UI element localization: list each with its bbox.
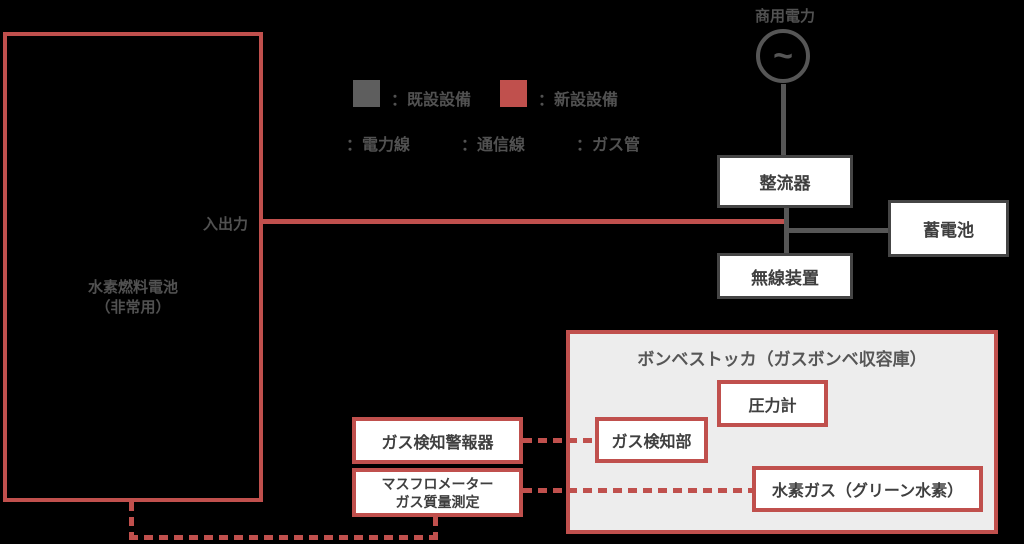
legend-existing-label: ：既設設備 (391, 92, 472, 109)
hydrogen-gas-label: 水素ガス（グリーン水素） (771, 483, 964, 500)
fuel-cell-power-line (263, 219, 786, 224)
io-label: 入出力 (202, 216, 248, 233)
massflow-label-line1: マスフロメーター (381, 475, 494, 492)
alarm-detector-dash-line (523, 438, 595, 443)
rectifier-label: 整流器 (759, 174, 811, 193)
legend-comm-line-label: ：通信線 (461, 137, 526, 154)
rectifier-wireless-line (784, 208, 789, 253)
stocker-title: ボンベストッカ（ガスボンベ収容庫） (637, 350, 927, 369)
battery-label: 蓄電池 (923, 221, 974, 240)
gas-detector-box: ガス検知部 (595, 417, 708, 463)
massflow-down-gas-pipe (433, 517, 438, 540)
massflow-label-line2: ガス質量測定 (395, 493, 480, 510)
battery-connector-line (789, 228, 888, 233)
wireless-label: 無線装置 (751, 268, 819, 288)
massflow-hydrogen-dash-line (523, 488, 752, 493)
legend-existing-swatch (353, 80, 380, 107)
pressure-gauge-box: 圧力計 (717, 380, 828, 427)
wireless-box: 無線装置 (717, 253, 853, 299)
fuel-cell-down-gas-pipe (129, 502, 134, 540)
ac-source-icon: ~ (756, 29, 810, 83)
legend-gas-pipe-label: ：ガス管 (576, 137, 641, 154)
battery-box: 蓄電池 (888, 200, 1009, 257)
commercial-power-label: 商用電力 (754, 8, 815, 25)
legend-new-label: ：新設設備 (538, 92, 619, 109)
fuel-cell-label-line2: （非常用） (95, 299, 171, 316)
rectifier-box: 整流器 (717, 155, 853, 208)
fuel-cell-box: 水素燃料電池 （非常用） 入出力 (3, 32, 263, 502)
gas-detector-label: ガス検知部 (611, 434, 692, 451)
hydrogen-gas-box: 水素ガス（グリーン水素） (752, 466, 983, 512)
legend-power-line-label: ：電力線 (346, 137, 411, 154)
fuel-cell-label-line1: 水素燃料電池 (87, 279, 178, 296)
gas-alarm-box: ガス検知警報器 (352, 417, 523, 464)
power-drop-line (781, 84, 786, 155)
legend-new-swatch (500, 80, 527, 107)
ac-tilde-symbol: ~ (773, 37, 793, 75)
massflow-box: マスフロメーター ガス質量測定 (352, 468, 523, 517)
bottom-gas-pipe (129, 535, 438, 540)
gas-alarm-label: ガス検知警報器 (381, 434, 494, 452)
pressure-gauge-label: 圧力計 (748, 397, 797, 415)
